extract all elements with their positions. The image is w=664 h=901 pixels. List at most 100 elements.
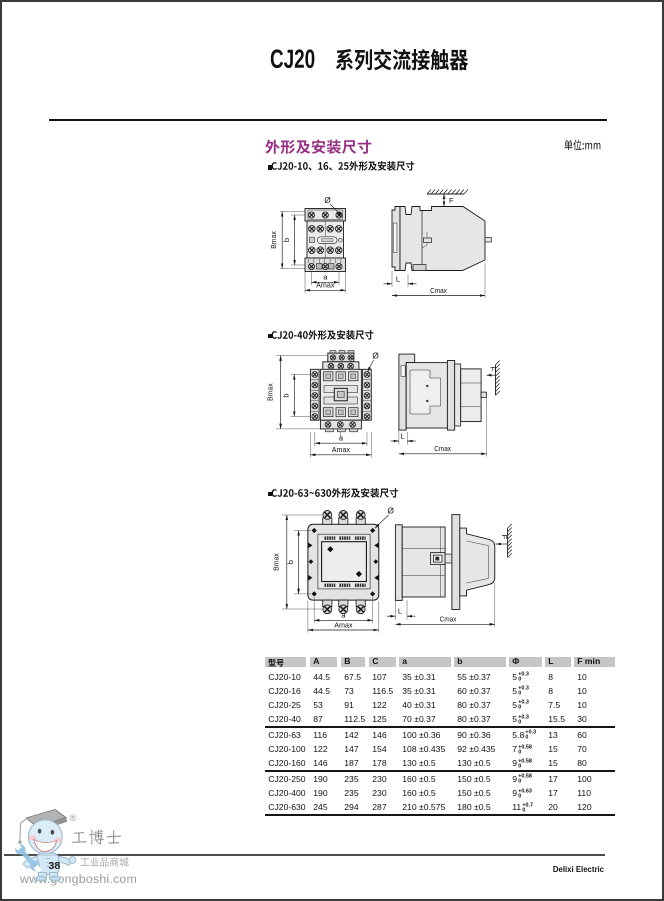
title-series-text bbox=[335, 48, 468, 71]
cell-L: 17 bbox=[548, 774, 558, 785]
column-header-Fmin: F min bbox=[573, 656, 615, 667]
cell-B: 142 bbox=[344, 730, 359, 741]
cell-L: 7.5 bbox=[548, 700, 561, 711]
cell-L: 17 bbox=[548, 788, 558, 799]
bullet-icon bbox=[267, 165, 273, 170]
dim-label-l-1: L bbox=[396, 275, 400, 284]
column-header-a: a bbox=[398, 656, 451, 667]
cell-a: 40 ±0.31 bbox=[402, 700, 436, 711]
cell-model: CJ20-10 bbox=[268, 671, 301, 682]
cell-C: 122 bbox=[372, 700, 387, 711]
column-header-phi: Φ bbox=[508, 656, 542, 667]
cell-C: 287 bbox=[372, 802, 387, 813]
table-group-divider bbox=[264, 770, 615, 772]
subsection-3-heading bbox=[271, 488, 399, 499]
column-header-B: B bbox=[340, 656, 366, 667]
cell-a: 130 ±0.5 bbox=[402, 758, 436, 769]
cell-C: 230 bbox=[372, 788, 387, 799]
cell-Fmin: 10 bbox=[577, 671, 587, 682]
cell-A: 44.5 bbox=[313, 685, 331, 696]
cell-A: 245 bbox=[313, 802, 328, 813]
column-header-b: b bbox=[453, 656, 506, 667]
column-header-L: L bbox=[544, 656, 571, 667]
dim-label-bmax-2: Bmax bbox=[266, 383, 275, 401]
watermark-subtitle bbox=[80, 857, 129, 867]
bullet-icon bbox=[267, 491, 273, 497]
title-model-text bbox=[270, 49, 315, 69]
cell-Fmin: 110 bbox=[577, 788, 591, 799]
cell-B: 294 bbox=[344, 802, 359, 813]
dimensions-table: 型号 A B C a b Φ L F min CJ20-10 44.5 67.5 10… bbox=[264, 656, 615, 816]
cell-model: CJ20-400 bbox=[268, 788, 306, 799]
table-group-divider bbox=[264, 726, 615, 728]
cell-b: 150 ±0.5 bbox=[457, 774, 491, 785]
cell-A: 44.5 bbox=[313, 671, 331, 682]
cell-model: CJ20-40 bbox=[268, 714, 301, 725]
cell-Fmin: 10 bbox=[577, 700, 587, 711]
subsection-1-heading bbox=[271, 161, 415, 172]
cell-model: CJ20-630 bbox=[268, 802, 306, 813]
cell-A: 53 bbox=[313, 700, 323, 711]
cell-C: 230 bbox=[372, 774, 387, 785]
cell-B: 67.5 bbox=[344, 671, 362, 682]
dim-label-bmax-1: Bmax bbox=[269, 231, 278, 249]
dim-label-amax-2: Amax bbox=[332, 445, 351, 454]
title-divider bbox=[49, 119, 607, 122]
cell-Fmin: 10 bbox=[577, 685, 587, 696]
cell-b: 180 ±0.5 bbox=[457, 802, 491, 813]
cell-Fmin: 30 bbox=[577, 714, 587, 725]
registered-mark: ® bbox=[69, 812, 77, 824]
column-header-model: 型号 bbox=[264, 656, 306, 667]
cell-a: 210 ±0.575 bbox=[402, 802, 446, 813]
cell-Fmin: 70 bbox=[577, 744, 587, 755]
dim-label-l-2: L bbox=[400, 432, 404, 441]
dim-label-b-2: b bbox=[282, 393, 291, 397]
cell-C: 146 bbox=[372, 730, 387, 741]
section-heading bbox=[265, 139, 372, 154]
cell-a: 35 ±0.31 bbox=[402, 685, 436, 696]
dim-label-dia-2: Ø bbox=[372, 352, 379, 361]
cell-B: 235 bbox=[344, 774, 359, 785]
cell-model: CJ20-160 bbox=[268, 758, 306, 769]
table-header-row: 型号 A B C a b Φ L F min bbox=[264, 656, 615, 667]
dim-label-a-1: a bbox=[323, 273, 328, 282]
cell-L: 20 bbox=[548, 802, 558, 813]
subsection-2-heading bbox=[271, 330, 374, 341]
cell-b: 150 ±0.5 bbox=[457, 788, 491, 799]
cell-A: 87 bbox=[313, 714, 323, 725]
cell-B: 187 bbox=[344, 758, 359, 769]
dim-label-cmax-2: Cmax bbox=[434, 444, 451, 453]
cell-L: 15 bbox=[548, 744, 558, 755]
cell-a: 160 ±0.5 bbox=[402, 788, 436, 799]
cell-b: 60 ±0.37 bbox=[457, 685, 491, 696]
dim-label-f-3: F bbox=[500, 535, 509, 540]
cell-B: 147 bbox=[344, 744, 359, 755]
column-header-A: A bbox=[309, 656, 338, 667]
table-group-divider bbox=[264, 814, 615, 816]
cell-a: 70 ±0.37 bbox=[402, 714, 436, 725]
page-title-text: CJ20 bbox=[2, 2, 3, 3]
cell-b: 80 ±0.37 bbox=[457, 700, 491, 711]
cell-Fmin: 100 bbox=[577, 774, 592, 785]
cell-model: CJ20-16 bbox=[268, 685, 301, 696]
cell-B: 235 bbox=[344, 788, 359, 799]
column-header-C: C bbox=[368, 656, 396, 667]
cell-B: 73 bbox=[344, 685, 354, 696]
cell-A: 116 bbox=[313, 730, 327, 741]
cell-L: 15.5 bbox=[548, 714, 566, 725]
cell-Fmin: 120 bbox=[577, 802, 592, 813]
